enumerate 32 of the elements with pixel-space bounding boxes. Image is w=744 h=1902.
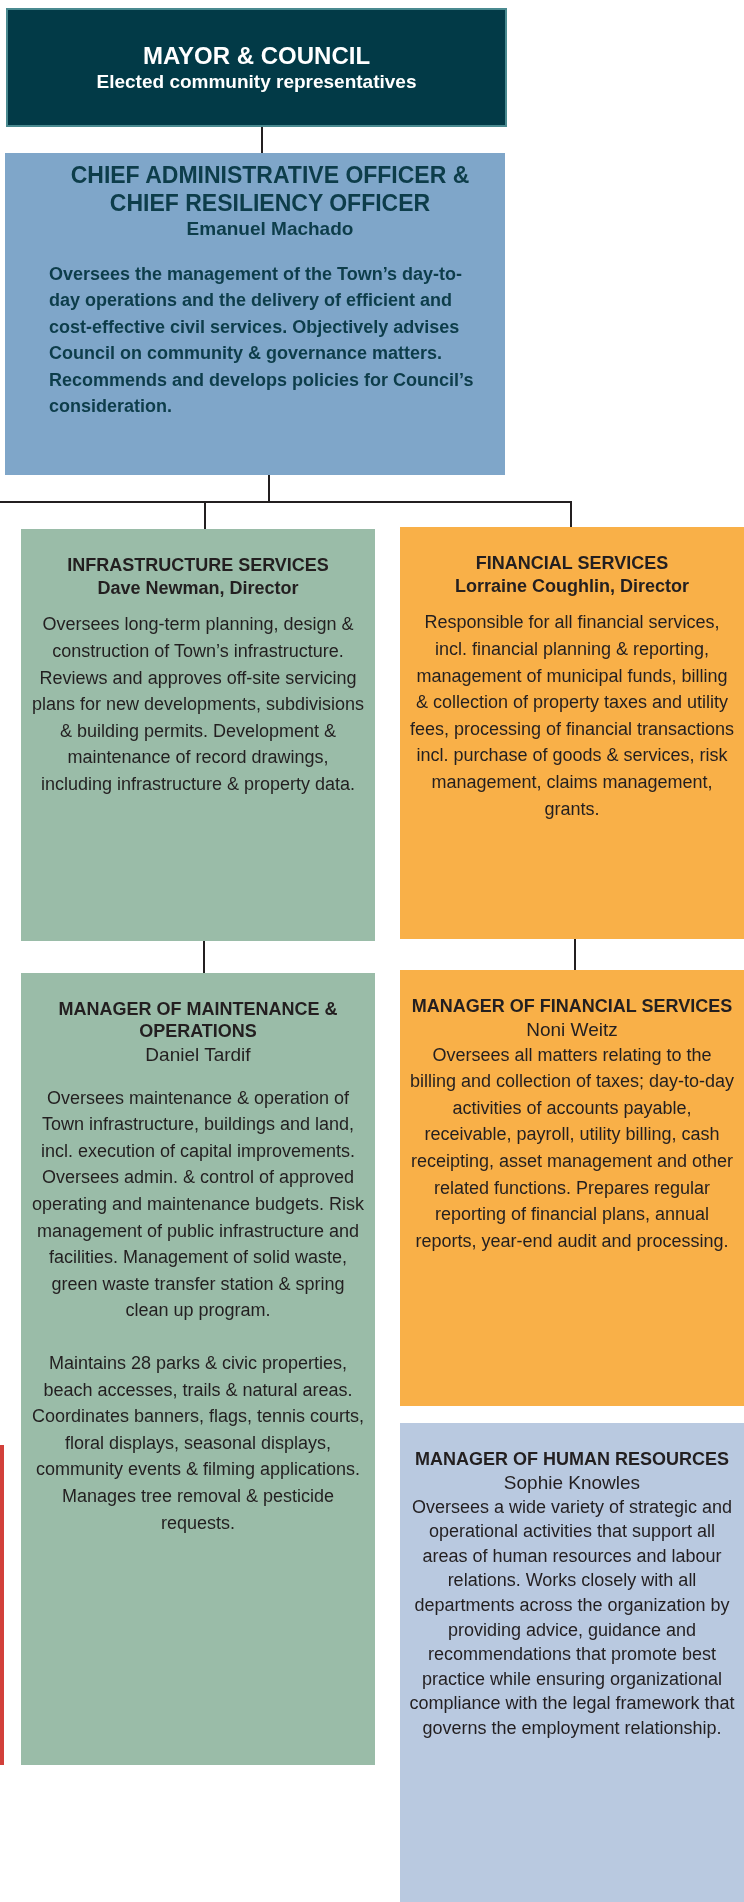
person-name: Lorraine Coughlin, Director: [454, 574, 690, 598]
connector-line: [0, 474, 270, 503]
role-title: MANAGER OF MAINTENANCE & OPERATIONS: [57, 999, 339, 1043]
connector-line: [203, 940, 205, 974]
org-box: [5, 153, 505, 475]
org-box: [400, 527, 744, 939]
role-title: MANAGER OF HUMAN RESOURCES: [414, 1449, 730, 1471]
role-title: MANAGER OF FINANCIAL SERVICES: [410, 996, 734, 1018]
role-title: CHIEF ADMINISTRATIVE OFFICER & CHIEF RESILIENCY OFFICER: [69, 161, 471, 218]
role-title: INFRASTRUCTURE SERVICES: [66, 555, 330, 577]
person-name: Emanuel Machado: [185, 217, 355, 241]
role-title: FINANCIAL SERVICES: [474, 553, 670, 575]
role-description: Oversees maintenance & operation of Town infrastructure, buildings and land, incl. execution of capital improvements. Oversees admin. & control of approved operating and maintenance budgets. Risk management of public infrastructure and facilities. Management of solid waste, green waste transfer station & spring clean up program.: [31, 1086, 365, 1323]
role-description: Responsible for all financial services, incl. financial planning & reporting, management of municipal funds, billing & collection of property taxes and utility fees, processing of financial transactions incl. purchase of goods & services, risk management, claims management, grants.: [408, 611, 736, 821]
org-box: [21, 973, 375, 1765]
connector-line: [574, 938, 576, 971]
connector-line: [261, 126, 263, 154]
role-title: MAYOR & COUNCIL: [141, 41, 372, 71]
role-description: Oversees long-term planning, design & construction of Town’s infrastructure. Reviews and approves off-site servicing plans for new developments, subdivisions & building permits. Development & maintenance of record drawings, including infrastructure & property data.: [31, 613, 365, 796]
person-name: Dave Newman, Director: [96, 576, 300, 600]
role-description: Oversees the management of the Town’s day-to-day operations and the delivery of efficient and cost-effective civil services. Objectively advises Council on community & governance matters. Recommends and develops policies for Council’s consideration.: [49, 262, 475, 419]
org-box: [6, 8, 507, 127]
role-description: Maintains 28 parks & civic properties, beach accesses, trails & natural areas. Coordinates banners, flags, tennis courts, floral displays, seasonal displays, community events & filming applications. Manages tree removal & pesticide requests.: [31, 1352, 365, 1535]
person-name: Sophie Knowles: [502, 1470, 642, 1495]
role-description: Oversees all matters relating to the billing and collection of taxes; day-to-day activities of accounts payable, receivable, payroll, utility billing, cash receipting, asset management and other related functions. Prepares regular reporting of financial plans, annual reports, year-end audit and processing.: [408, 1043, 736, 1253]
person-name: Daniel Tardif: [144, 1042, 252, 1067]
org-box: [400, 970, 744, 1406]
role-description: Oversees a wide variety of strategic and operational activities that support all areas of human resources and labour relations. Works closely with all departments across the organization by providing advice, guidance and recommendations that promote best practice while ensuring organizational compliance with the legal framework that governs the employment relationship.: [408, 1495, 736, 1741]
role-subtitle: Elected community representatives: [95, 70, 418, 94]
person-name: Noni Weitz: [525, 1017, 619, 1042]
org-box: [400, 1423, 744, 1902]
org-box: [21, 529, 375, 941]
